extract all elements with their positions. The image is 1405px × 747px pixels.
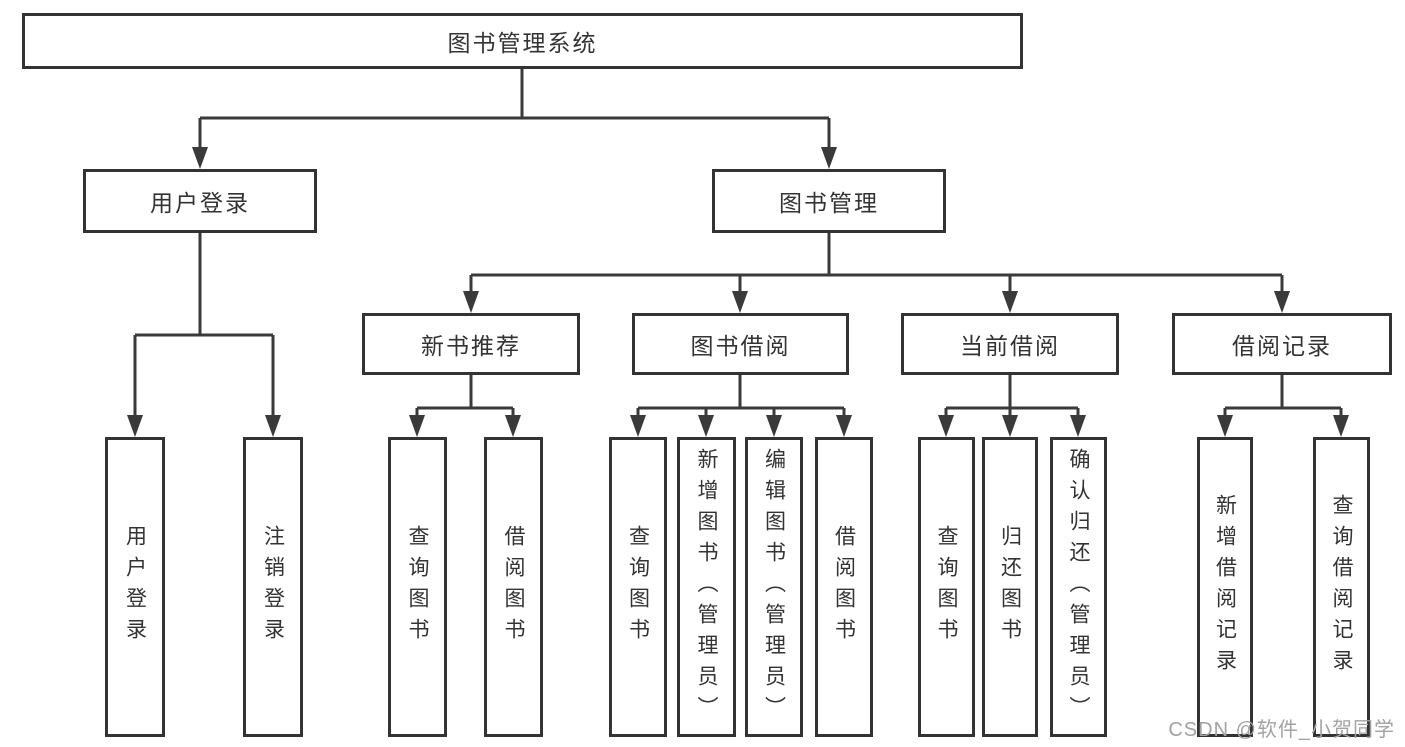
leaf-borrow-book: 借阅图书 <box>815 437 873 737</box>
leaf-add-book-admin: 新增图书（管理员） <box>677 437 736 737</box>
leaf-confirm-return-admin: 确认归还（管理员） <box>1050 437 1107 737</box>
node-root-system: 图书管理系统 <box>22 13 1023 69</box>
leaf-logout: 注销登录 <box>243 437 303 737</box>
arrowheads <box>127 147 1349 437</box>
leaf-query-book-recommend: 查询图书 <box>388 437 447 737</box>
node-book-borrow: 图书借阅 <box>632 313 849 375</box>
leaf-edit-book-admin: 编辑图书（管理员） <box>745 437 803 737</box>
leaf-query-book-current: 查询图书 <box>918 437 975 737</box>
watermark: CSDN @软件_小贺同学 <box>1168 719 1395 741</box>
leaf-query-book-borrow: 查询图书 <box>609 437 667 737</box>
leaf-add-borrow-record: 新增借阅记录 <box>1197 437 1253 737</box>
node-borrow-records: 借阅记录 <box>1172 313 1392 375</box>
leaf-borrow-book-recommend: 借阅图书 <box>484 437 543 737</box>
node-new-book-recommend: 新书推荐 <box>362 313 580 375</box>
leaf-user-login: 用户登录 <box>105 437 165 737</box>
leaf-query-borrow-record: 查询借阅记录 <box>1313 437 1370 737</box>
node-book-management: 图书管理 <box>712 169 946 233</box>
node-current-borrow: 当前借阅 <box>901 313 1119 375</box>
node-user-login: 用户登录 <box>83 169 317 233</box>
leaf-return-book: 归还图书 <box>982 437 1038 737</box>
